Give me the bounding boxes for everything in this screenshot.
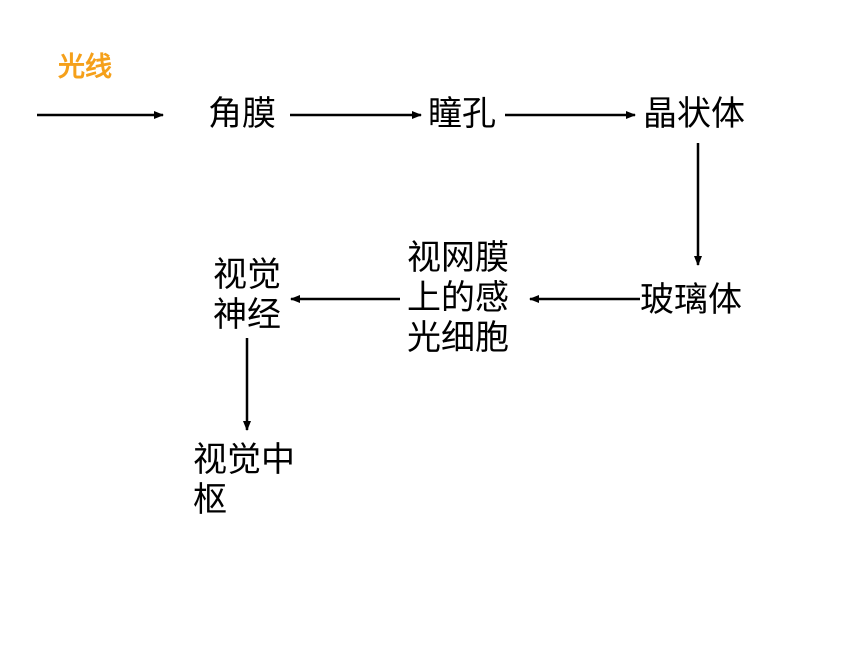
optic-nerve-label-line-1: 视觉 <box>213 255 281 295</box>
vitreous-label: 玻璃体 <box>640 280 742 320</box>
visual-center-label-line-1: 视觉中 <box>193 440 295 480</box>
retina-label-line-1: 视网膜 <box>407 238 509 278</box>
retina-label-line-3: 光细胞 <box>407 318 509 358</box>
light-label: 光线 <box>58 52 112 83</box>
optic-nerve-label-line-2: 神经 <box>213 295 281 335</box>
pupil-label: 瞳孔 <box>428 94 496 134</box>
lens-label: 晶状体 <box>643 94 745 134</box>
node-lens: 晶状体 <box>643 94 745 134</box>
cornea-label: 角膜 <box>208 94 276 134</box>
node-pupil: 瞳孔 <box>428 94 496 134</box>
retina-label-line-2: 上的感 <box>407 278 509 318</box>
node-optic-nerve: 视觉 神经 <box>213 255 281 335</box>
node-visual-center: 视觉中 枢 <box>193 440 295 520</box>
node-retina-photoreceptors: 视网膜 上的感 光细胞 <box>407 238 509 358</box>
node-cornea: 角膜 <box>208 94 276 134</box>
node-vitreous: 玻璃体 <box>640 280 742 320</box>
visual-center-label-line-2: 枢 <box>193 480 227 520</box>
